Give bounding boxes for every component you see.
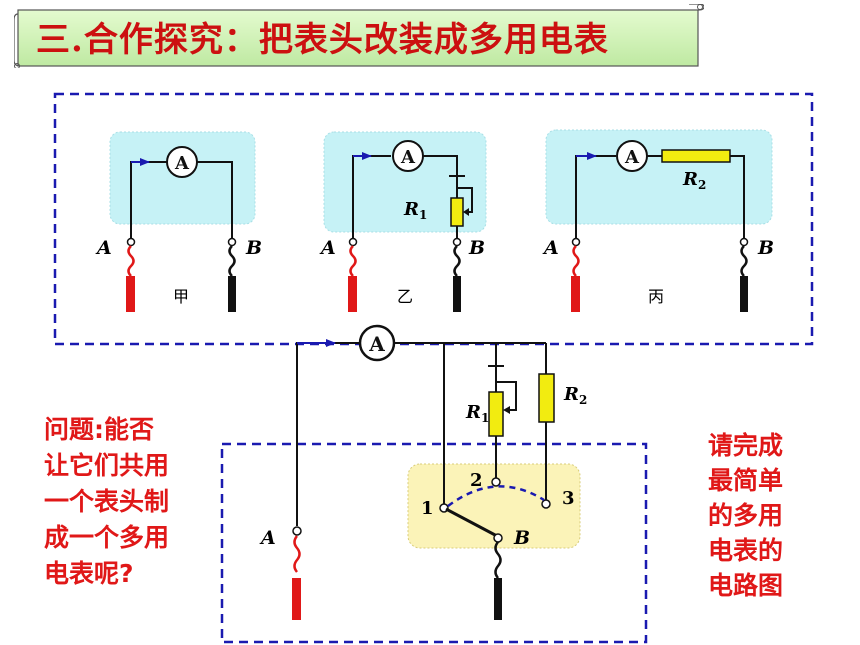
terminal-a-label: A: [542, 237, 559, 259]
svg-text:R1: R1: [465, 402, 489, 425]
svg-text:R1: R1: [403, 199, 427, 222]
panel-yi: A R1 A B 乙: [319, 131, 487, 312]
black-probe: [453, 276, 461, 312]
ammeter-symbol: A: [174, 153, 190, 174]
switch-contact-2: [491, 477, 501, 487]
black-probe: [740, 276, 748, 312]
r1-label: R: [403, 199, 419, 220]
svg-text:R2: R2: [682, 169, 706, 192]
title-banner: [14, 4, 704, 68]
page-title: 三.合作探究：把表头改装成多用电表: [36, 20, 609, 60]
r1-subscript: 1: [481, 411, 489, 425]
terminal-a-label: A: [259, 527, 276, 549]
panel-label: 丙: [648, 287, 664, 306]
terminal-b-label: B: [245, 237, 262, 259]
ammeter-symbol: A: [368, 332, 385, 356]
r2-subscript: 2: [579, 393, 587, 407]
contact-1-label: 1: [421, 498, 434, 519]
r1-subscript: 1: [419, 208, 427, 222]
r2-label: R: [682, 169, 698, 190]
black-probe: [494, 578, 502, 620]
rheostat-r1: [450, 197, 464, 227]
ammeter-symbol: A: [400, 147, 416, 168]
terminal-b-label: B: [468, 237, 485, 259]
resistor-r2: [538, 373, 555, 423]
switch-panel: [407, 463, 581, 549]
resistor-r2: [661, 149, 731, 163]
bottom-dashed-frame: [220, 442, 648, 644]
contact-3-label: 3: [562, 488, 575, 509]
terminal-a-label: A: [95, 237, 112, 259]
contact-2-label: 2: [470, 470, 483, 491]
red-probe: [292, 578, 301, 620]
panel-label: 乙: [397, 287, 413, 306]
panel-bing: A R2 A B 丙: [542, 129, 774, 312]
terminal-b-label: B: [757, 237, 774, 259]
svg-text:R2: R2: [563, 384, 587, 407]
task-text: 请完成 最简单 的多用 电表的 电路图: [708, 431, 784, 600]
question-text: 问题:能否 让它们共用 一个表头制 成一个多用 电表呢?: [44, 415, 170, 588]
selector-switch-blade: [445, 507, 498, 538]
red-probe: [126, 276, 135, 312]
switch-contact-3: [541, 499, 551, 509]
terminal-b-label: B: [513, 527, 530, 549]
terminal-a-label: A: [319, 237, 336, 259]
ammeter-symbol: A: [624, 147, 640, 168]
panel-jia: A A B 甲: [95, 131, 262, 312]
combined-circuit: A R1 R2 1 2 3 B A: [259, 324, 587, 620]
ammeter-icon: [166, 146, 198, 178]
red-probe: [348, 276, 357, 312]
panel-label: 甲: [173, 287, 189, 306]
r2-label: R: [563, 384, 579, 405]
r2-subscript: 2: [698, 178, 706, 192]
r1-label: R: [465, 402, 481, 423]
rheostat-r1: [488, 391, 504, 437]
black-probe: [228, 276, 236, 312]
red-probe: [571, 276, 580, 312]
